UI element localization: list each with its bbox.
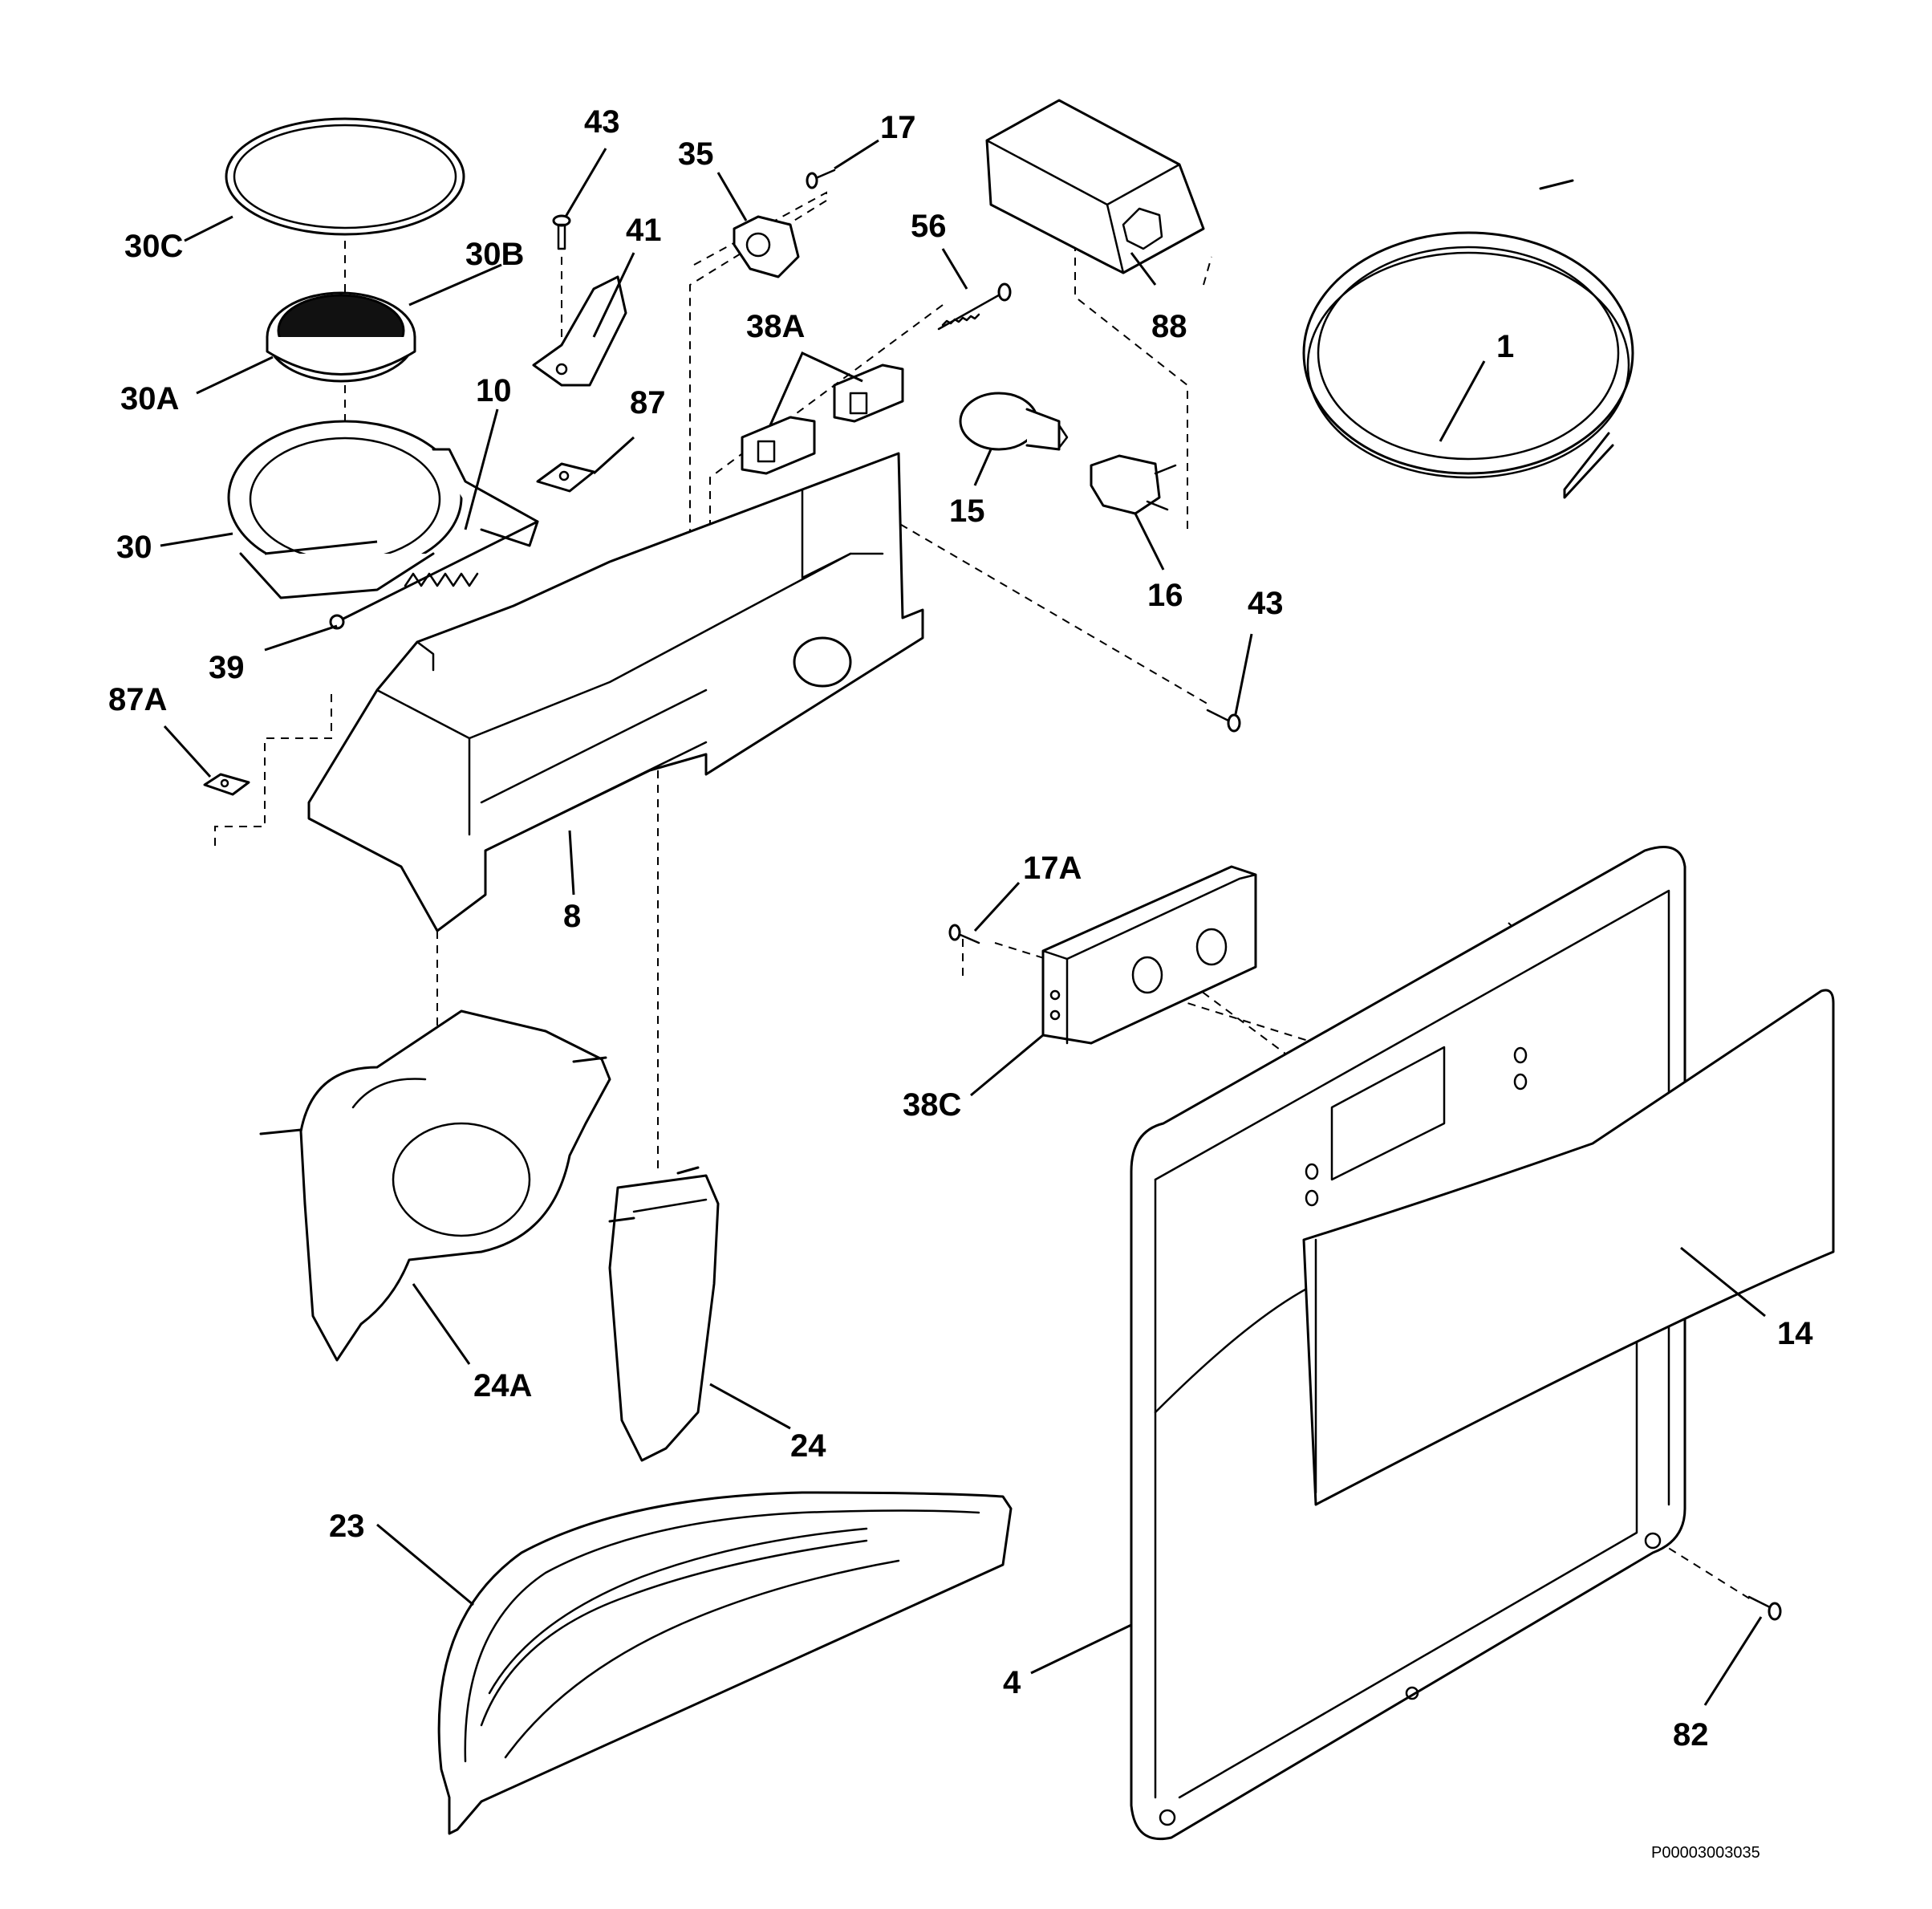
callout-10: 10 xyxy=(476,373,512,408)
part-15-bulb xyxy=(959,392,1069,451)
part-41-bracket xyxy=(532,275,627,387)
drawing-number: P00003003035 xyxy=(1651,1844,1760,1862)
callout-87a: 87A xyxy=(108,682,167,717)
part-38a-switches xyxy=(741,364,904,475)
part-87a-clip xyxy=(203,773,250,796)
part-17a-screw xyxy=(948,924,980,944)
callout-41: 41 xyxy=(626,213,662,248)
callout-30b: 30B xyxy=(465,237,524,272)
callout-8: 8 xyxy=(563,899,581,934)
part-14-overlay xyxy=(1302,989,1835,1506)
callout-14: 14 xyxy=(1777,1316,1813,1351)
part-39-rod xyxy=(329,520,539,630)
part-30a-30b-filter xyxy=(266,291,416,383)
part-88-lamp-cover xyxy=(985,99,1205,274)
part-30c-gasket xyxy=(225,117,465,236)
callout-17: 17 xyxy=(880,110,916,145)
callout-15: 15 xyxy=(949,493,985,529)
callout-24a: 24A xyxy=(473,1368,532,1403)
callout-43-top: 43 xyxy=(584,104,620,140)
callout-24: 24 xyxy=(790,1428,826,1464)
part-1-tubing xyxy=(1302,179,1634,499)
part-17-screw xyxy=(806,169,836,189)
leader-lines xyxy=(160,139,1766,1706)
part-82-screw xyxy=(1747,1595,1782,1621)
callout-39: 39 xyxy=(209,650,245,685)
part-38c-switch-plate xyxy=(1041,865,1257,1045)
callout-labels: 30C 30B 30A 10 30 39 43 41 87 87A 35 17 … xyxy=(108,104,1813,1753)
callout-38a: 38A xyxy=(746,309,805,344)
part-30-chute-door xyxy=(227,420,539,599)
callout-23: 23 xyxy=(329,1509,365,1544)
callout-56: 56 xyxy=(911,209,947,244)
callout-87: 87 xyxy=(630,385,666,420)
callout-1: 1 xyxy=(1496,329,1514,364)
callout-16: 16 xyxy=(1147,578,1183,613)
callout-38c: 38C xyxy=(903,1087,961,1123)
part-24a-ice-chute xyxy=(259,1009,611,1362)
callout-82: 82 xyxy=(1673,1717,1709,1753)
callout-17a: 17A xyxy=(1023,851,1082,886)
callout-4: 4 xyxy=(1003,1665,1021,1700)
part-56-screw xyxy=(937,282,1012,331)
part-43-screw-top xyxy=(552,214,571,250)
callout-88: 88 xyxy=(1151,309,1187,344)
part-43-screw-right xyxy=(1206,709,1241,733)
callout-43-right: 43 xyxy=(1248,586,1284,621)
part-8-housing xyxy=(307,452,924,932)
callout-30c: 30C xyxy=(124,229,183,264)
callout-30a: 30A xyxy=(120,381,179,416)
callout-30: 30 xyxy=(116,530,152,565)
part-23-drip-tray xyxy=(437,1491,1013,1835)
part-87-clip xyxy=(536,462,595,493)
callout-35: 35 xyxy=(678,136,714,172)
part-16-socket xyxy=(1090,454,1177,515)
part-10-spring xyxy=(404,572,479,587)
part-35-actuator xyxy=(733,215,800,278)
part-24-paddle xyxy=(608,1166,720,1462)
